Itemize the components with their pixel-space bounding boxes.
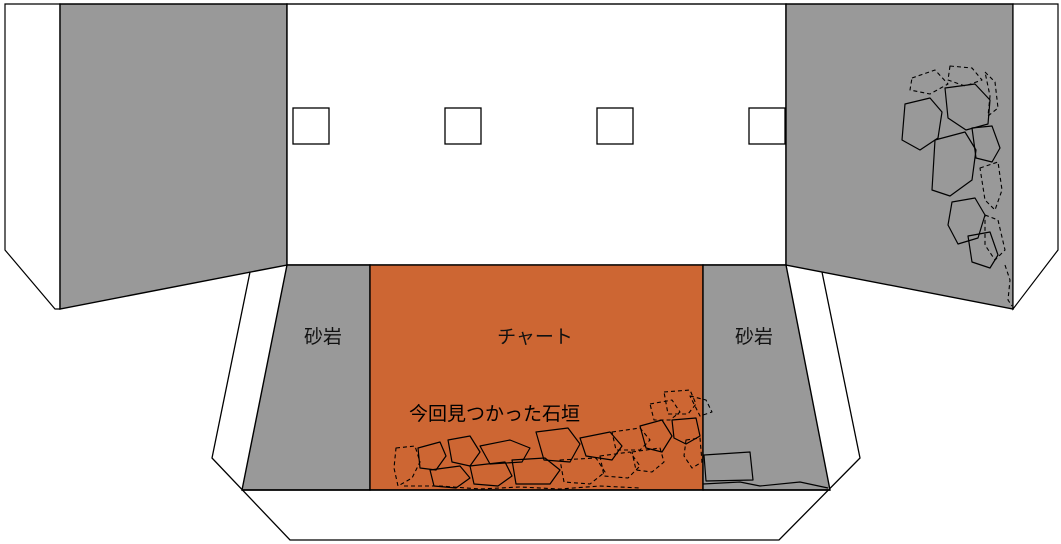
floor-sandstone-left [241,264,371,491]
right-wall-stones [901,65,1013,307]
label-chert: チャート [497,326,573,348]
floor-outer-left [211,271,861,541]
right-floor-stones [702,451,829,489]
window-square [748,107,786,145]
outer-right-flap [1012,3,1059,311]
window-square [596,107,634,145]
floor-chert [369,264,704,491]
label-sandstone-right: 砂岩 [735,326,773,348]
label-found-stone-wall: 今回見つかった石垣 [409,403,580,425]
outer-left-flap [4,3,61,310]
window-square [444,107,482,145]
left-wall [59,3,288,310]
floor-sandstone-right [702,264,831,491]
found-stone-wall [393,389,713,490]
back-wall [286,3,787,266]
label-sandstone-left: 砂岩 [304,326,342,348]
right-wall [785,3,1014,310]
window-square [292,107,330,145]
